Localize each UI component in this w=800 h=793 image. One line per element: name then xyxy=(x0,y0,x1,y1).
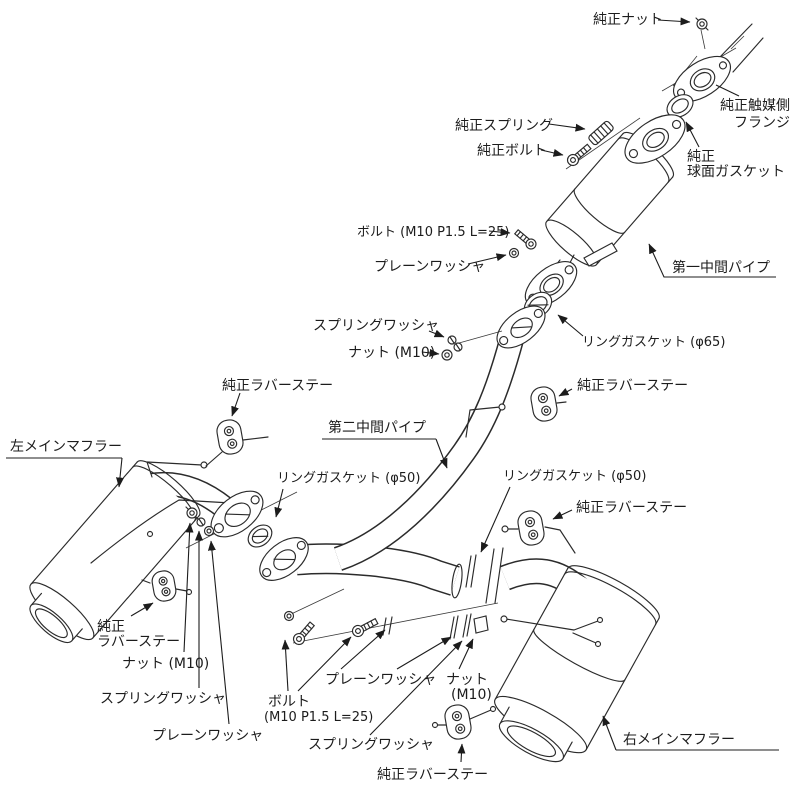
stay-second-pipe-rod xyxy=(556,401,567,404)
rubber-stay-right-rear xyxy=(444,704,472,740)
label-stay-left-front: 純正ラバーステー xyxy=(222,378,333,394)
label-nut-bottom-right-line2: (M10) xyxy=(451,687,492,703)
leader-line xyxy=(428,329,445,338)
leader-line xyxy=(115,457,124,488)
right-main-muffler xyxy=(494,565,660,763)
labels: 純正ナット 純正触媒側 フランジ 純正スプリング 純正ボルト 純正 球面ガスケッ… xyxy=(10,12,790,783)
label-oem-spring: 純正スプリング xyxy=(455,118,553,134)
label-spring-washer-bottom-left: スプリングワッシャ xyxy=(100,691,226,707)
leader-line xyxy=(274,488,284,518)
stay-left-front-rod xyxy=(205,436,269,467)
leader-line xyxy=(281,639,290,692)
junction-flange xyxy=(259,537,309,581)
leader-line xyxy=(558,387,573,397)
leader-line xyxy=(340,629,386,670)
stay-right-rear-rod xyxy=(431,705,497,729)
leader-line xyxy=(369,640,463,736)
leader-line xyxy=(657,17,691,26)
label-ring-gasket-65: リングガスケット (φ65) xyxy=(582,335,725,350)
label-right-main-muffler: 右メインマフラー xyxy=(623,732,735,748)
leader-line xyxy=(488,228,511,237)
leader-line xyxy=(552,509,573,520)
bolt-hardware-bottom-mid xyxy=(351,616,393,638)
label-stay-second-pipe: 純正ラバーステー xyxy=(577,378,688,394)
label-spherical-gasket-line2: 球面ガスケット xyxy=(687,164,785,180)
label-plain-washer-top: プレーンワッシャ xyxy=(374,259,485,275)
label-stay-left-rear-line1: 純正 xyxy=(97,619,125,635)
label-first-intermediate-pipe: 第一中間パイプ xyxy=(672,259,770,276)
label-stay-right-rear: 純正ラバーステー xyxy=(377,767,488,783)
label-spherical-gasket-line1: 純正 xyxy=(687,149,715,165)
ring-gasket-50-left xyxy=(247,524,273,548)
label-catalyst-flange-line1: 純正触媒側 xyxy=(720,98,790,114)
right-muffler-hanger-rods xyxy=(500,526,604,648)
plain-washer-top xyxy=(508,247,520,259)
oem-nut xyxy=(695,17,709,31)
oem-spring xyxy=(588,120,614,146)
left-main-muffler xyxy=(29,460,201,644)
flange-nut-washer-set-left xyxy=(185,506,215,537)
leader-line xyxy=(421,348,440,357)
stay-right-front-rod xyxy=(501,525,519,533)
oem-bolt xyxy=(566,143,592,167)
label-catalyst-flange-line2: フランジ xyxy=(734,115,790,131)
leader-line xyxy=(458,638,474,670)
label-bolt-m10-top: ボルト (M10 P1.5 L=25) xyxy=(357,225,510,240)
label-nut-bottom-right-line1: ナット xyxy=(446,672,488,688)
leader-line xyxy=(435,438,448,469)
label-left-main-muffler: 左メインマフラー xyxy=(10,439,122,455)
leader-line xyxy=(557,314,584,337)
leader-line xyxy=(130,602,154,617)
leader-line xyxy=(648,243,776,278)
rubber-stay-left-front xyxy=(216,419,244,455)
leader-line xyxy=(467,253,507,265)
label-oem-bolt: 純正ボルト xyxy=(477,143,547,159)
leader-line xyxy=(231,392,241,417)
leader-line xyxy=(480,486,511,553)
label-nut-m10-bottom-left: ナット (M10) xyxy=(122,656,209,672)
label-ring-gasket-50-right: リングガスケット (φ50) xyxy=(503,469,646,484)
label-second-intermediate-pipe: 第二中間パイプ xyxy=(328,419,426,436)
rubber-stay-second-pipe xyxy=(530,386,558,422)
leader-line xyxy=(548,123,586,132)
label-oem-nut: 純正ナット xyxy=(593,12,663,28)
bolt-hardware-bottom-left xyxy=(283,610,316,646)
label-spring-washer-mid: スプリングワッシャ xyxy=(313,318,439,334)
left-muffler-hanger-rods xyxy=(90,461,237,596)
label-bolt-bottom-line1: ボルト xyxy=(268,694,310,710)
label-ring-gasket-50-left: リングガスケット (φ50) xyxy=(277,471,420,486)
leader-line xyxy=(207,540,230,725)
label-spring-washer-bottom-right: スプリングワッシャ xyxy=(308,737,434,753)
second-pipe-upper-flange xyxy=(496,305,546,349)
leader-line xyxy=(457,743,466,763)
leader-line xyxy=(297,636,352,692)
label-nut-m10-mid: ナット (M10) xyxy=(348,345,435,361)
leader-line xyxy=(540,148,564,157)
leader-lines xyxy=(6,17,779,763)
leader-line xyxy=(685,121,700,148)
bolt-m10-top xyxy=(513,228,537,250)
spring-washers-and-nut-mid xyxy=(441,330,503,361)
second-pipe-hanger-rod xyxy=(465,403,506,438)
leader-line xyxy=(183,522,194,653)
washer-nut-set-bottom-right xyxy=(449,613,489,640)
label-bolt-bottom-line2: (M10 P1.5 L=25) xyxy=(264,710,373,725)
rubber-stay-left-rear xyxy=(151,570,177,602)
leader-line xyxy=(715,84,740,97)
first-pipe-upper-flange xyxy=(624,114,686,164)
label-plain-washer-bottom-right: プレーンワッシャ xyxy=(325,672,436,688)
label-plain-washer-bottom-left: プレーンワッシャ xyxy=(152,728,263,744)
leader-line xyxy=(396,636,452,670)
spherical-gasket xyxy=(666,94,694,118)
label-stay-right-front: 純正ラバーステー xyxy=(576,500,687,516)
rubber-stay-right-front xyxy=(517,510,545,546)
catalyst-side-flange xyxy=(673,55,731,103)
leader-line xyxy=(602,715,617,751)
label-stay-left-rear-line2: ラバーステー xyxy=(97,634,180,650)
second-intermediate-pipe xyxy=(294,334,525,599)
